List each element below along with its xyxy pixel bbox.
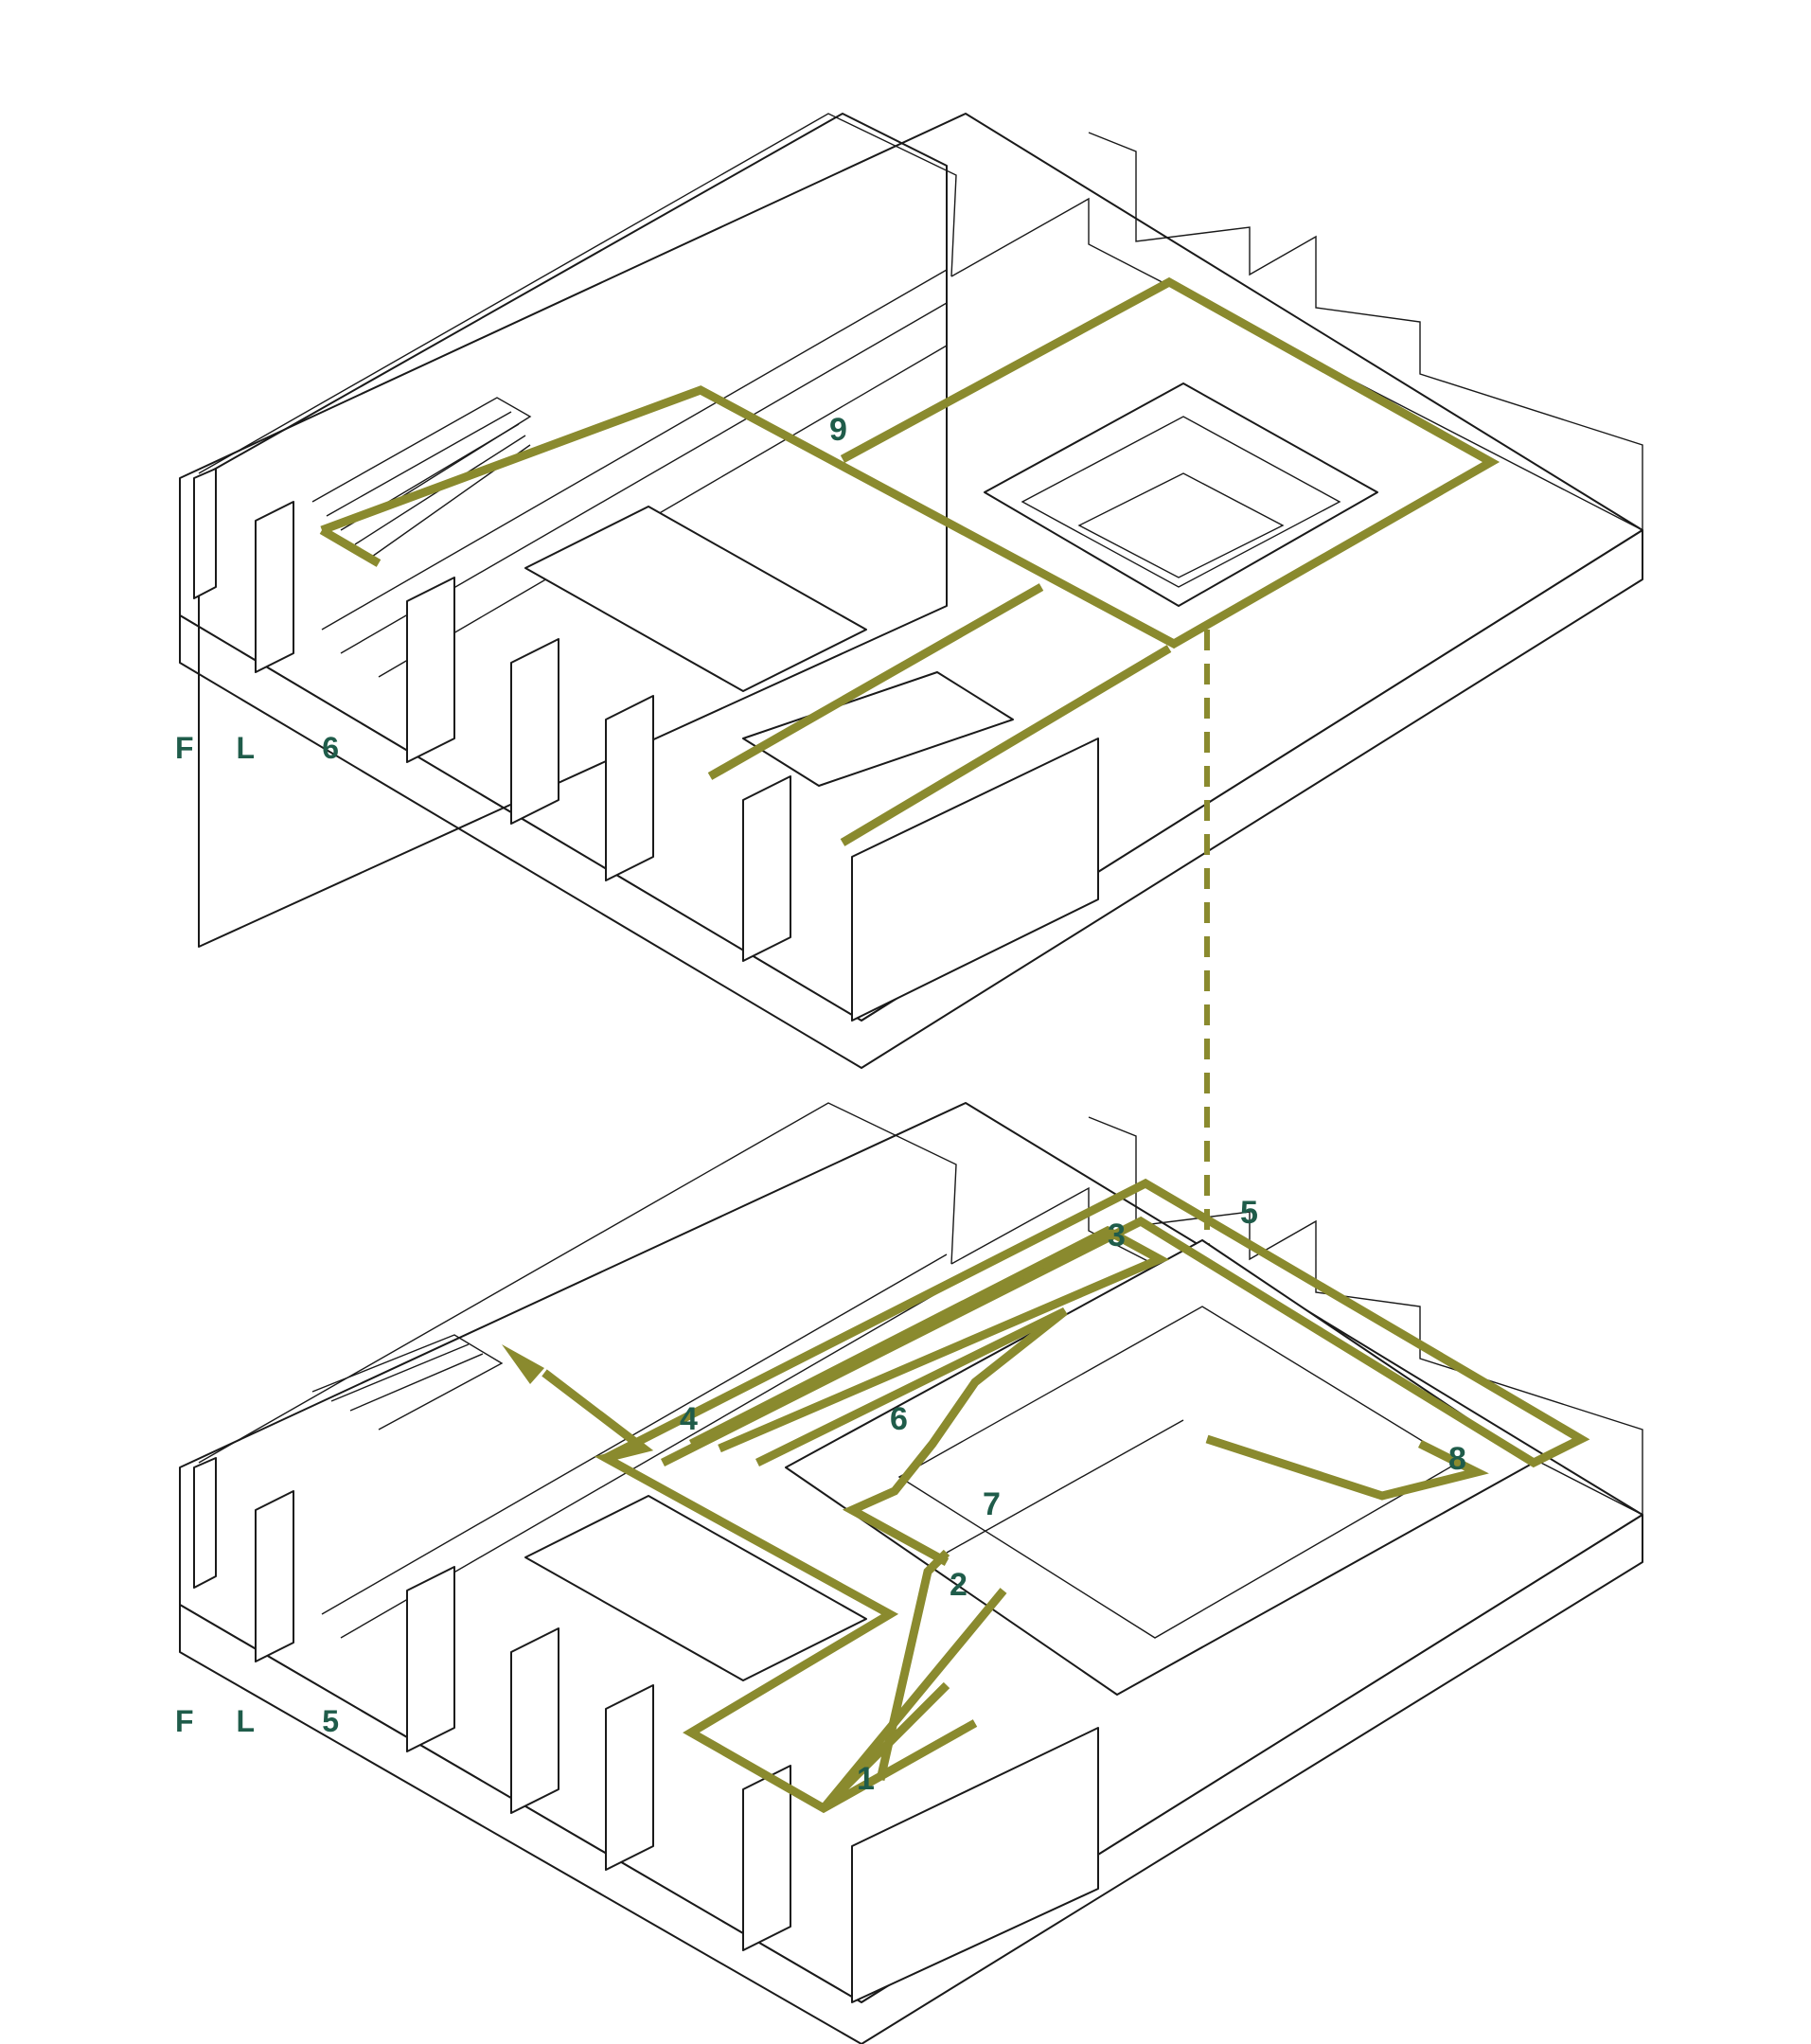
fl6-route-branch-a xyxy=(707,583,1044,780)
stop-2: 2 xyxy=(950,1567,968,1603)
fl6-lightwell-floor xyxy=(1077,472,1285,578)
fl6-pier-2 xyxy=(255,501,294,673)
fl6-pier-1 xyxy=(193,468,217,599)
fl5-route-atrium xyxy=(1205,1434,1489,1501)
stop-5: 5 xyxy=(1240,1195,1258,1231)
fl5-route xyxy=(542,1178,1590,1814)
fl5-corridor-line-1 xyxy=(321,1253,948,1615)
fl5-route-zigzag xyxy=(755,1306,1068,1566)
fl6-back-wall xyxy=(198,113,948,948)
fl5-parapet xyxy=(1088,1116,1643,1515)
fl5-entry-arrow xyxy=(502,1344,544,1384)
floor-6-model xyxy=(179,113,1643,1069)
fl6-pier-5 xyxy=(605,695,654,881)
fl6-pier-4 xyxy=(510,638,559,825)
fl5-route-stair-links xyxy=(876,1549,950,1781)
fl6-room-small xyxy=(742,671,1014,787)
fl6-lightwell-inner xyxy=(1021,416,1341,588)
stop-1: 1 xyxy=(857,1761,875,1797)
fl5-slab-edge xyxy=(179,1514,1643,2044)
fl6-pier-3 xyxy=(406,577,455,763)
fl6-route-stair xyxy=(319,526,382,567)
stop-7: 7 xyxy=(983,1486,1001,1522)
floor-6-label: F L 6 xyxy=(175,731,356,765)
fl5-route-loop-outer xyxy=(603,1178,1590,1468)
fl6-room-stair xyxy=(524,506,867,692)
fl5-pier-6 xyxy=(742,1765,791,1951)
fl5-pier-7 xyxy=(851,1727,1099,2003)
fl6-back-outline xyxy=(198,113,957,474)
fl6-corridor-line-3 xyxy=(378,345,948,678)
stop-6: 6 xyxy=(890,1401,908,1437)
fl6-corridor-line-1 xyxy=(321,269,948,631)
stop-4: 4 xyxy=(680,1401,698,1437)
floor-5-model xyxy=(179,1102,1643,2044)
fl5-room-stair xyxy=(524,1495,867,1681)
fl6-parapet xyxy=(1088,132,1643,530)
stop-3: 3 xyxy=(1108,1218,1126,1253)
stop-numbers: 9 5 3 4 6 7 8 2 1 xyxy=(680,412,1466,1797)
stop-8: 8 xyxy=(1448,1441,1466,1477)
fl5-atrium-diagonal xyxy=(946,1419,1184,1554)
floor-5-label: F L 5 xyxy=(175,1704,356,1738)
fl6-pier-7 xyxy=(851,738,1099,1022)
fl5-pier-4 xyxy=(510,1627,559,1814)
fl6-lightwell xyxy=(984,382,1378,607)
fl5-pier-3 xyxy=(406,1566,455,1752)
fl5-route-loop-inner xyxy=(688,1225,1170,1453)
fl6-pier-6 xyxy=(742,775,791,962)
fl5-stair-hatch xyxy=(311,1334,504,1431)
fl6-route-branch-b xyxy=(840,645,1172,846)
fl5-route-side xyxy=(820,1588,1007,1811)
fl6-slab-edge xyxy=(179,529,1643,1069)
fl6-route-main xyxy=(320,276,1500,649)
stop-9: 9 xyxy=(829,412,847,448)
fl5-back-outline xyxy=(198,1102,957,1464)
fl5-pier-2 xyxy=(255,1490,294,1662)
fl5-pier-1 xyxy=(193,1457,217,1589)
fl5-pier-5 xyxy=(605,1684,654,1871)
